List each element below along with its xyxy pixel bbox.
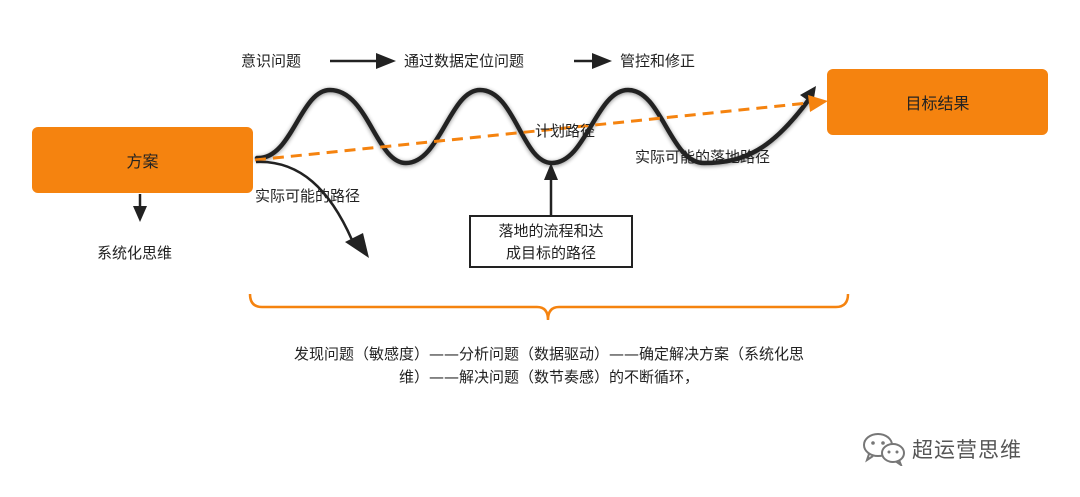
planned-path-arrowhead (808, 95, 828, 112)
plan-node: 方案 (32, 127, 253, 193)
divergent-path (255, 160, 354, 241)
possible-path-label: 实际可能的路径 (255, 187, 361, 205)
divergent-arrowhead (345, 233, 369, 258)
header-step-2: 通过数据定位问题 (404, 52, 525, 70)
header-step-1: 意识问题 (241, 52, 302, 70)
callout-text: 落地的流程和达 成目标的路径 (498, 221, 604, 262)
plan-node-label: 方案 (126, 152, 159, 171)
brand-name: 超运营思维 (912, 438, 1022, 462)
summary-line-2: 维）——解决问题（数节奏感）的不断循环， (398, 368, 699, 386)
possible-landing-path-label: 实际可能的落地路径 (635, 148, 771, 166)
planned-path-dashed (254, 101, 809, 162)
planned-path-label: 计划路径 (535, 122, 596, 140)
wechat-icon (863, 433, 905, 466)
plan-down-arrowhead (133, 206, 147, 222)
callout-up-arrowhead (544, 163, 558, 180)
system-thinking-label: 系统化思维 (97, 244, 173, 262)
brand-watermark: 超运营思维 (862, 432, 1022, 466)
callout-box: 落地的流程和达 成目标的路径 (469, 215, 633, 268)
actual-path-wave (254, 87, 813, 166)
summary-line-1: 发现问题（敏感度）——分析问题（数据驱动）——确定解决方案（系统化思 (293, 345, 804, 363)
header-arrow-2 (574, 53, 612, 69)
summary-brace (248, 293, 850, 321)
summary-text: 发现问题（敏感度）——分析问题（数据驱动）——确定解决方案（系统化思 维）——解… (244, 343, 854, 389)
header-step-3: 管控和修正 (620, 52, 696, 70)
target-node-label: 目标结果 (905, 94, 970, 113)
header-arrow-1 (330, 53, 396, 69)
target-node: 目标结果 (827, 69, 1048, 135)
